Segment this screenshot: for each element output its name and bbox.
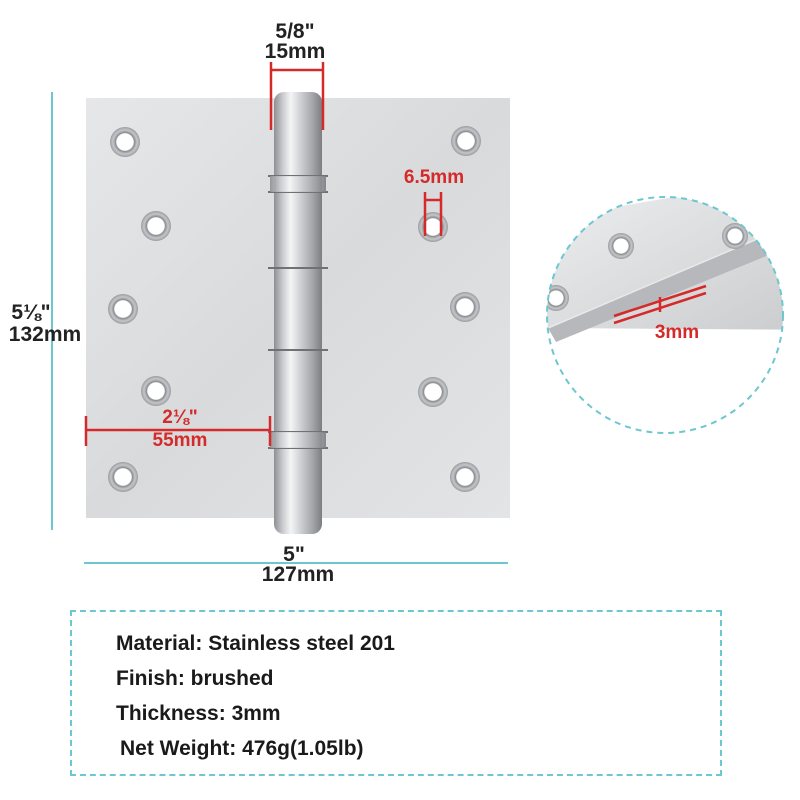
height-in-label: 5⅛" xyxy=(11,301,51,324)
thickness-label: 3mm xyxy=(654,322,700,343)
leaf-width-in-label: 2⅛" xyxy=(162,407,198,428)
spec-value: 476g(1.05lb) xyxy=(242,737,364,760)
screw-hole xyxy=(108,462,138,492)
screw-hole xyxy=(450,292,480,322)
spec-material: Material: Stainless steel 201 xyxy=(116,633,395,654)
screw-hole xyxy=(418,377,448,407)
spec-value: Stainless steel 201 xyxy=(208,632,395,655)
total-width-mm-label: 127mm xyxy=(261,563,335,586)
spec-value: 3mm xyxy=(231,702,281,725)
screw-hole xyxy=(110,127,140,157)
screw-hole xyxy=(450,462,480,492)
hole-diameter-marker xyxy=(423,192,443,236)
pin-width-marker xyxy=(269,62,325,130)
spec-thickness: Thickness: 3mm xyxy=(116,703,281,724)
hole-diameter-label: 6.5mm xyxy=(403,167,465,188)
screw-hole xyxy=(141,211,171,241)
spec-label: Net Weight: xyxy=(120,737,237,760)
pin-width-in-label: 5/8" xyxy=(275,20,315,43)
leaf-width-mm-label: 55mm xyxy=(152,430,208,451)
thickness-detail xyxy=(546,196,784,434)
spec-net-weight: Net Weight: 476g(1.05lb) xyxy=(120,738,364,759)
screw-hole xyxy=(451,126,481,156)
height-mm-label: 132mm xyxy=(8,323,82,346)
spec-finish: Finish: brushed xyxy=(116,668,274,689)
spec-value: brushed xyxy=(190,667,274,690)
spec-label: Material: xyxy=(116,632,203,655)
screw-holes-left xyxy=(108,127,171,492)
screw-hole xyxy=(418,212,448,242)
leaf-width-marker xyxy=(84,416,272,446)
screw-hole xyxy=(108,294,138,324)
spec-label: Finish: xyxy=(116,667,185,690)
total-width-in-label: 5" xyxy=(283,543,305,566)
pin-width-mm-label: 15mm xyxy=(264,40,326,63)
hinge-barrel xyxy=(268,92,328,534)
spec-label: Thickness: xyxy=(116,702,226,725)
screw-hole xyxy=(141,376,171,406)
specifications-box: Material: Stainless steel 201 Finish: br… xyxy=(70,610,722,776)
